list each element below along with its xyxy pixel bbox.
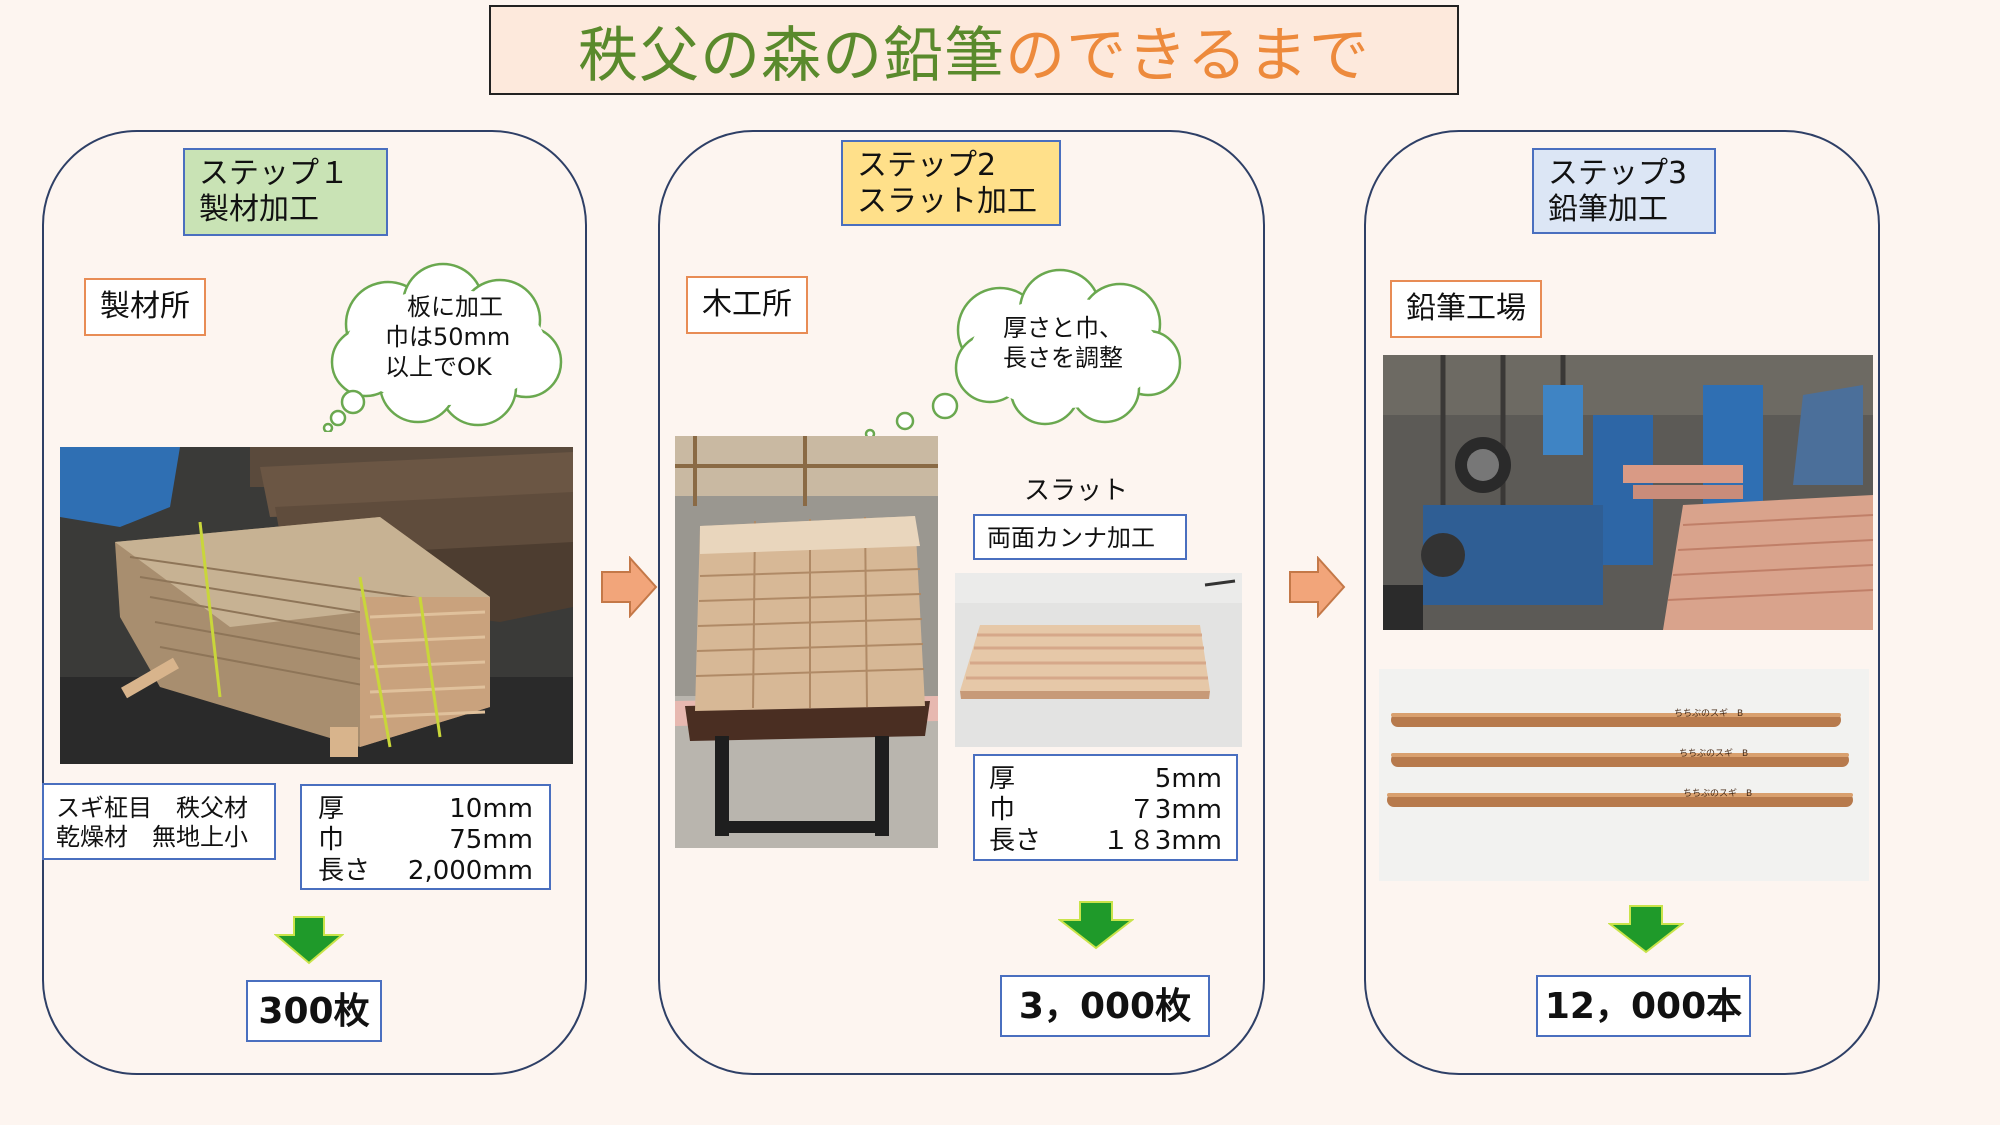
spec-name: 巾 — [989, 795, 1016, 825]
step3-title: ステップ3 — [1548, 156, 1688, 191]
arrow-down-icon — [274, 916, 344, 965]
arrow-down-icon — [1608, 905, 1684, 954]
pencil-factory-photo — [1383, 355, 1873, 630]
spec-value: １８3mm — [1102, 826, 1222, 856]
step3-location: 鉛筆工場 — [1390, 280, 1542, 338]
step2-spec-box: 厚 5mm 巾 ７3mm 長さ １８3mm — [973, 754, 1238, 861]
spec-row: 厚 10mm — [318, 794, 533, 825]
slat-label: スラット — [1024, 476, 1129, 506]
step1-location: 製材所 — [84, 278, 206, 336]
step3-label: ステップ3 鉛筆加工 — [1532, 148, 1716, 234]
spec-value: 10mm — [449, 794, 533, 824]
arrow-right-icon — [1289, 556, 1346, 618]
step2-thought: 厚さと巾、 長さを調整 — [1003, 313, 1123, 373]
spec-name: 長さ — [989, 826, 1042, 856]
spec-name: 厚 — [989, 764, 1016, 794]
step2-subtitle: スラット加工 — [857, 184, 1037, 219]
spec-name: 厚 — [318, 794, 345, 824]
arrow-right-icon — [601, 556, 658, 618]
pencils-photo — [1379, 669, 1869, 881]
spec-row: 巾 ７3mm — [989, 795, 1222, 826]
arrow-down-icon — [1058, 901, 1134, 950]
step2-count: 3，000枚 — [1000, 975, 1210, 1037]
thought-cloud-icon — [322, 262, 563, 432]
pencil-imprint: ちちぶのスギ B — [1683, 789, 1753, 799]
step3-count: 12，000本 — [1536, 975, 1751, 1037]
spec-row: 巾 75mm — [318, 825, 533, 856]
thought-line: 長さを調整 — [1003, 344, 1123, 372]
spec-value: 5mm — [1154, 764, 1222, 794]
step2-label: ステップ2 スラット加工 — [841, 140, 1061, 226]
spec-row: 長さ １８3mm — [989, 826, 1222, 857]
pencil-imprint: ちちぶのスギ B — [1679, 749, 1749, 759]
page-title: 秩父の森の鉛筆のできるまで — [489, 5, 1459, 95]
spec-value: 75mm — [449, 825, 533, 855]
thought-line: 以上でOK — [385, 353, 492, 381]
spec-row: 長さ 2,000mm — [318, 856, 533, 887]
spec-row: 厚 5mm — [989, 764, 1222, 795]
slat-stack-photo — [675, 436, 938, 848]
thought-cloud-icon — [864, 268, 1182, 438]
thought-line: 板に加工 — [407, 293, 503, 321]
material-line: スギ柾目 秩父材 — [56, 794, 248, 822]
step3-subtitle: 鉛筆加工 — [1548, 192, 1668, 227]
title-main: 秩父の森の鉛筆 — [578, 20, 1006, 91]
step1-material-box: スギ柾目 秩父材 乾燥材 無地上小 — [42, 783, 276, 860]
step1-thought: 板に加工 巾は50mm 以上でOK — [385, 292, 510, 382]
pencil-imprint: ちちぶのスギ B — [1674, 709, 1744, 719]
spec-name: 長さ — [318, 856, 371, 886]
spec-name: 巾 — [318, 825, 345, 855]
step2-location: 木工所 — [686, 276, 808, 334]
title-suffix: のできるまで — [1005, 20, 1370, 91]
step1-spec-box: 厚 10mm 巾 75mm 長さ 2,000mm — [300, 784, 551, 890]
lumber-stack-photo — [60, 447, 573, 764]
step1-title: ステップ１ — [199, 156, 349, 191]
slat-photo — [955, 573, 1242, 747]
spec-value: ７3mm — [1128, 795, 1222, 825]
planing-label: 両面カンナ加工 — [973, 514, 1187, 560]
step1-count: 300枚 — [246, 980, 382, 1042]
step1-subtitle: 製材加工 — [199, 192, 319, 227]
material-line: 乾燥材 無地上小 — [56, 823, 248, 851]
thought-line: 巾は50mm — [385, 323, 511, 351]
step2-title: ステップ2 — [857, 148, 997, 183]
thought-line: 厚さと巾、 — [1003, 314, 1123, 342]
step1-label: ステップ１ 製材加工 — [183, 148, 388, 236]
spec-value: 2,000mm — [407, 856, 533, 886]
